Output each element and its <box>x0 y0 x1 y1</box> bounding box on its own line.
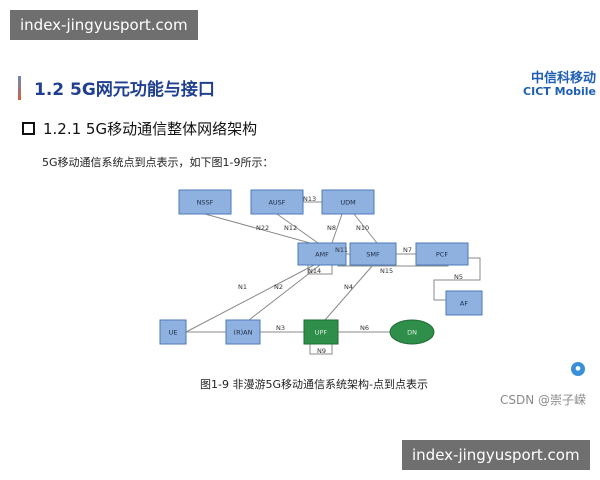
interface-label-n9: N9 <box>317 347 326 355</box>
figure-caption: 图1-9 非漫游5G移动通信系统架构-点到点表示 <box>200 378 428 391</box>
interface-label-n8: N8 <box>327 224 336 232</box>
csdn-watermark: CSDN @崇子嵘 <box>500 393 587 407</box>
edge-n4 <box>324 264 374 321</box>
node-label-amf: AMF <box>315 251 329 259</box>
network-architecture-diagram: NSSF AUSF UDM AMF SMF PCF AF UE (R)AN UPF DN N13N2… <box>159 189 483 355</box>
node-udm: UDM <box>321 189 375 215</box>
node-shape-pcf <box>415 242 469 266</box>
interface-label-n14: N14 <box>308 267 321 275</box>
node-ue: UE <box>159 319 187 345</box>
node-label-dn: DN <box>407 329 417 337</box>
interface-label-n7: N7 <box>403 246 412 254</box>
edges-layer <box>185 201 481 355</box>
nodes-layer: NSSF AUSF UDM AMF SMF PCF AF UE (R)AN UPF DN <box>159 189 483 345</box>
watermark-overlay-bottom: index-jingyusport.com <box>402 440 590 470</box>
edge-n8 <box>331 213 343 244</box>
node-shape-upf <box>303 319 339 345</box>
edge-n22 <box>204 213 311 244</box>
section-heading: 1.2.1 5G移动通信整体网络架构 <box>22 118 257 139</box>
node-label-nssf: NSSF <box>197 199 214 207</box>
brand-name-en: CICT Mobile <box>523 85 596 98</box>
node-amf: AMF <box>297 242 347 266</box>
interface-label-n3: N3 <box>276 324 285 332</box>
brand-name-cn: 中信科移动 <box>530 71 596 86</box>
edge-n14 <box>307 265 333 275</box>
node-shape-ran <box>225 319 261 345</box>
interface-label-n10: N10 <box>356 224 369 232</box>
edge-n9 <box>309 344 333 355</box>
node-nssf: NSSF <box>178 189 232 215</box>
node-shape-udm <box>321 189 375 215</box>
node-af: AF <box>445 290 483 316</box>
brand-logo: 中信科移动 CICT Mobile <box>523 72 596 98</box>
node-label-af: AF <box>460 300 468 308</box>
title-accent-bar <box>18 76 21 100</box>
node-label-ran: (R)AN <box>234 329 253 337</box>
node-upf: UPF <box>303 319 339 345</box>
edge-n5 <box>433 257 481 301</box>
node-label-pcf: PCF <box>436 251 448 259</box>
watermark-overlay-top: index-jingyusport.com <box>10 10 198 40</box>
intro-text: 5G移动通信系统点到点表示，如下图1-9所示： <box>42 156 274 169</box>
square-bullet-icon <box>22 122 35 135</box>
node-label-udm: UDM <box>340 199 355 207</box>
edge-n12 <box>276 213 319 244</box>
edge-n2 <box>248 264 321 321</box>
node-ausf: AUSF <box>250 189 304 215</box>
node-label-ue: UE <box>169 329 178 337</box>
node-shape-dn <box>389 319 435 345</box>
node-shape-nssf <box>178 189 232 215</box>
node-shape-ausf <box>250 189 304 215</box>
interface-label-n13: N13 <box>303 195 316 203</box>
interface-label-n15: N15 <box>380 267 393 275</box>
slide-title: 1.2 5G网元功能与接口 <box>34 80 215 100</box>
node-ran: (R)AN <box>225 319 261 345</box>
interface-label-n2: N2 <box>274 283 283 291</box>
node-shape-smf <box>349 242 397 266</box>
node-label-ausf: AUSF <box>268 199 285 207</box>
node-pcf: PCF <box>415 242 469 266</box>
node-shape-ue <box>159 319 187 345</box>
edge-n1 <box>185 264 315 333</box>
interface-label-n1: N1 <box>238 283 247 291</box>
interface-label-n22: N22 <box>256 224 269 232</box>
node-label-upf: UPF <box>315 329 328 337</box>
node-label-smf: SMF <box>366 251 380 259</box>
node-dn: DN <box>389 319 435 345</box>
interface-label-n11: N11 <box>335 246 348 254</box>
section-heading-text: 1.2.1 5G移动通信整体网络架构 <box>43 120 258 138</box>
interface-label-n12: N12 <box>284 224 297 232</box>
floating-assistant-icon[interactable]: ● <box>571 362 585 376</box>
interface-label-n5: N5 <box>454 273 463 281</box>
node-shape-af <box>445 290 483 316</box>
interface-label-n6: N6 <box>360 324 369 332</box>
node-shape-amf <box>297 242 347 266</box>
interface-label-n4: N4 <box>344 283 353 291</box>
node-smf: SMF <box>349 242 397 266</box>
slide-frame: 1.2 5G网元功能与接口 中信科移动 CICT Mobile 1.2.1 5G… <box>14 62 600 414</box>
edge-n10 <box>353 213 378 244</box>
